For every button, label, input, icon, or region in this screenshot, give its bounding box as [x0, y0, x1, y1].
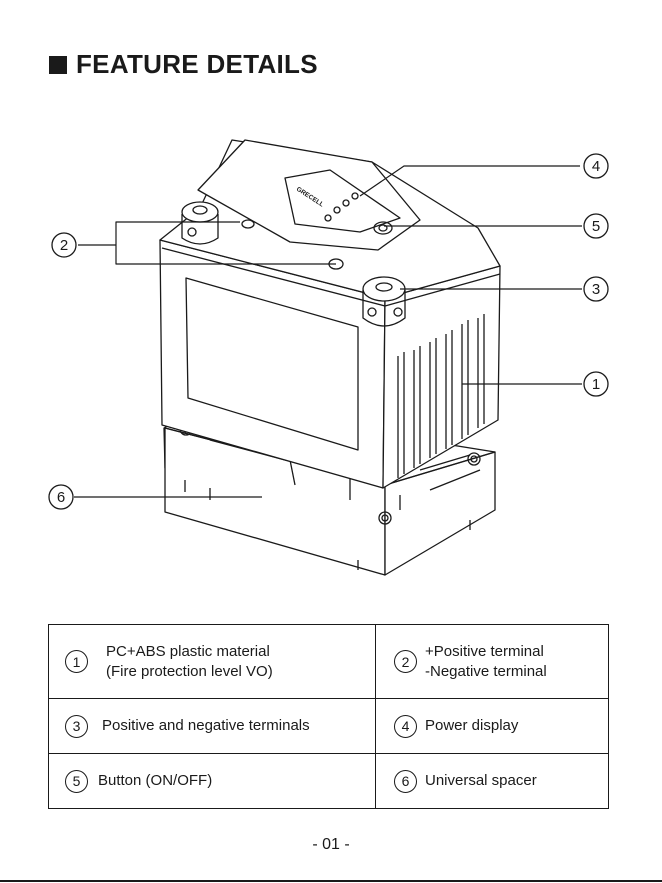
- legend-number: 3: [65, 715, 88, 738]
- legend-cell: 2 +Positive terminal -Negative terminal: [376, 625, 609, 699]
- legend-cell: 6 Universal spacer: [376, 754, 609, 809]
- legend-number: 6: [394, 770, 417, 793]
- legend-cell: 5 Button (ON/OFF): [49, 754, 376, 809]
- legend-text: Universal spacer: [425, 771, 537, 791]
- legend-number: 2: [394, 650, 417, 673]
- legend-text: PC+ABS plastic material: [106, 642, 273, 662]
- legend-text: -Negative terminal: [425, 662, 547, 682]
- legend-number: 4: [394, 715, 417, 738]
- legend-cell: 4 Power display: [376, 699, 609, 754]
- callout-4: 4: [584, 154, 608, 178]
- svg-text:4: 4: [592, 158, 600, 175]
- legend-text: (Fire protection level VO): [106, 662, 273, 682]
- bottom-rule: [0, 880, 662, 882]
- legend-number: 1: [65, 650, 88, 673]
- svg-text:3: 3: [592, 281, 600, 298]
- legend-cell: 1 PC+ABS plastic material (Fire protecti…: [49, 625, 376, 699]
- svg-text:1: 1: [592, 376, 600, 393]
- callout-5: 5: [584, 214, 608, 238]
- page-number: - 01 -: [0, 836, 662, 854]
- feature-legend-table: 1 PC+ABS plastic material (Fire protecti…: [48, 624, 609, 809]
- legend-text: Positive and negative terminals: [102, 716, 310, 736]
- legend-row: 5 Button (ON/OFF) 6 Universal spacer: [49, 754, 609, 809]
- legend-text: Button (ON/OFF): [98, 771, 212, 791]
- legend-text: Power display: [425, 716, 518, 736]
- legend-row: 1 PC+ABS plastic material (Fire protecti…: [49, 625, 609, 699]
- legend-number: 5: [65, 770, 88, 793]
- callout-6: 6: [49, 485, 73, 509]
- callout-2: 2: [52, 233, 76, 257]
- battery-body-drawing: GRECELL: [160, 140, 500, 488]
- legend-row: 3 Positive and negative terminals 4 Powe…: [49, 699, 609, 754]
- svg-text:2: 2: [60, 237, 68, 254]
- callout-3: 3: [584, 277, 608, 301]
- battery-diagram: GRECELL: [0, 0, 662, 600]
- legend-cell: 3 Positive and negative terminals: [49, 699, 376, 754]
- legend-text: +Positive terminal: [425, 642, 547, 662]
- svg-text:6: 6: [57, 489, 65, 506]
- callout-1: 1: [584, 372, 608, 396]
- svg-text:5: 5: [592, 218, 600, 235]
